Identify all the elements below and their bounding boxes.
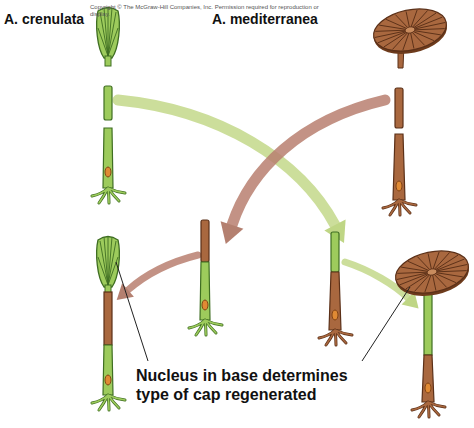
nucleus <box>202 300 208 310</box>
transfer-arrow-brown <box>221 100 385 244</box>
nucleus <box>105 375 111 385</box>
regenerated-plant-left <box>92 236 125 410</box>
rhizoid <box>189 320 222 335</box>
stalk-segment <box>395 88 403 128</box>
stalk-base <box>103 128 113 188</box>
rhizoid <box>92 188 125 203</box>
rhizoid <box>412 402 445 417</box>
species-label: A. mediterranea <box>212 11 318 28</box>
stalk-base <box>200 262 210 320</box>
nucleus <box>332 310 338 320</box>
stalk-segment <box>201 220 209 262</box>
nucleus <box>105 167 111 177</box>
rhizoid <box>319 330 352 345</box>
stalk-base <box>103 345 113 395</box>
crenulata-cap <box>97 236 120 295</box>
stalk-segment <box>424 286 432 355</box>
leader-line <box>362 287 410 361</box>
mediterranea-cap <box>392 245 473 302</box>
mediterranea-plant <box>370 3 451 215</box>
stalk-segment <box>331 232 339 272</box>
crenulata-plant <box>92 7 125 203</box>
regeneration-arrow-brown <box>117 255 198 300</box>
stalk-segment <box>104 292 112 345</box>
graft-plant-left <box>189 220 222 335</box>
stalk-segment <box>104 86 112 120</box>
stalk-base <box>393 134 405 200</box>
graft-plant-right <box>319 232 352 345</box>
rhizoid <box>383 200 416 215</box>
leader-line <box>116 262 148 361</box>
species-label: A. crenulata <box>4 11 84 28</box>
caption-note: Nucleus in base determines type of cap r… <box>136 366 376 404</box>
nucleus <box>425 383 431 393</box>
stalk-base <box>329 272 341 330</box>
nucleus <box>396 181 402 191</box>
mediterranea-cap <box>370 3 451 60</box>
rhizoid <box>92 395 125 410</box>
stalk-base <box>422 355 434 402</box>
regenerated-plant-right <box>392 245 473 417</box>
